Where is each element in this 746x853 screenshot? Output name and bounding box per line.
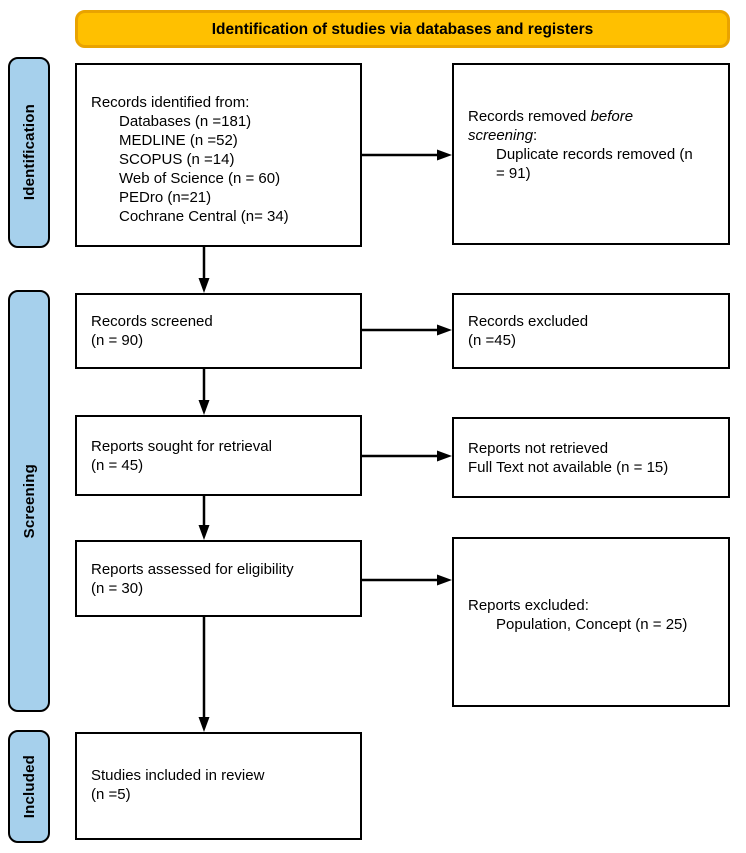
records-identified-item: PEDro (n=21) [119, 189, 212, 206]
stage-included: Included [8, 730, 50, 843]
reports-sought-line1: Reports sought for retrieval [91, 438, 272, 455]
reports-assessed-line1: Reports assessed for eligibility [91, 561, 294, 578]
stage-screening-label: Screening [20, 463, 38, 539]
reports-assessed-line2: (n = 30) [91, 580, 144, 597]
records-identified-item: Cochrane Central (n= 34) [119, 208, 289, 225]
box-reports-excluded: Reports excluded: Population, Concept (n… [452, 537, 730, 707]
reports-excluded-title: Reports excluded: [468, 597, 589, 614]
arrow-assessed-to-reports-excluded [362, 574, 452, 586]
records-identified-title: Records identified from: [91, 94, 250, 111]
arrow-sought-to-assessed [198, 496, 210, 540]
studies-included-line2: (n =5) [91, 786, 131, 803]
reports-excluded-item: Population, Concept (n = 25) [496, 616, 688, 633]
banner-title-text: Identification of studies via databases … [211, 20, 594, 38]
reports-not-retrieved-line2: Full Text not available (n = 15) [468, 459, 669, 476]
records-removed-line2: screening: [468, 127, 538, 144]
box-records-identified: Records identified from: Databases (n =1… [75, 63, 362, 247]
arrow-screened-to-excluded [362, 324, 452, 336]
banner-title: Identification of studies via databases … [75, 10, 730, 48]
reports-sought-line2: (n = 45) [91, 457, 144, 474]
box-records-screened: Records screened (n = 90) [75, 293, 362, 369]
records-screened-line1: Records screened [91, 313, 213, 330]
studies-included-line1: Studies included in review [91, 767, 265, 784]
records-removed-item: Duplicate records removed (n = 91) [496, 146, 693, 182]
box-reports-sought: Reports sought for retrieval (n = 45) [75, 415, 362, 496]
records-screened-line2: (n = 90) [91, 332, 144, 349]
arrow-sought-to-not-retrieved [362, 450, 452, 462]
stage-screening: Screening [8, 290, 50, 712]
box-reports-not-retrieved: Reports not retrieved Full Text not avai… [452, 417, 730, 498]
records-removed-line1: Records removed before [468, 108, 634, 125]
records-excluded-line2: (n =45) [468, 332, 516, 349]
records-identified-item: MEDLINE (n =52) [119, 132, 238, 149]
arrow-identified-to-screened [198, 247, 210, 293]
arrow-identified-to-removed [362, 149, 452, 161]
box-records-excluded: Records excluded (n =45) [452, 293, 730, 369]
stage-included-label: Included [20, 754, 38, 819]
stage-identification: Identification [8, 57, 50, 248]
records-excluded-line1: Records excluded [468, 313, 589, 330]
box-studies-included: Studies included in review (n =5) [75, 732, 362, 840]
records-identified-item: Databases (n =181) [119, 113, 252, 130]
box-reports-assessed: Reports assessed for eligibility (n = 30… [75, 540, 362, 617]
reports-not-retrieved-line1: Reports not retrieved [468, 440, 609, 457]
arrow-assessed-to-included [198, 617, 210, 732]
arrow-screened-to-sought [198, 369, 210, 415]
stage-identification-label: Identification [20, 104, 38, 201]
records-identified-item: SCOPUS (n =14) [119, 151, 235, 168]
records-identified-item: Web of Science (n = 60) [119, 170, 281, 187]
box-records-removed: Records removed before screening: Duplic… [452, 63, 730, 245]
